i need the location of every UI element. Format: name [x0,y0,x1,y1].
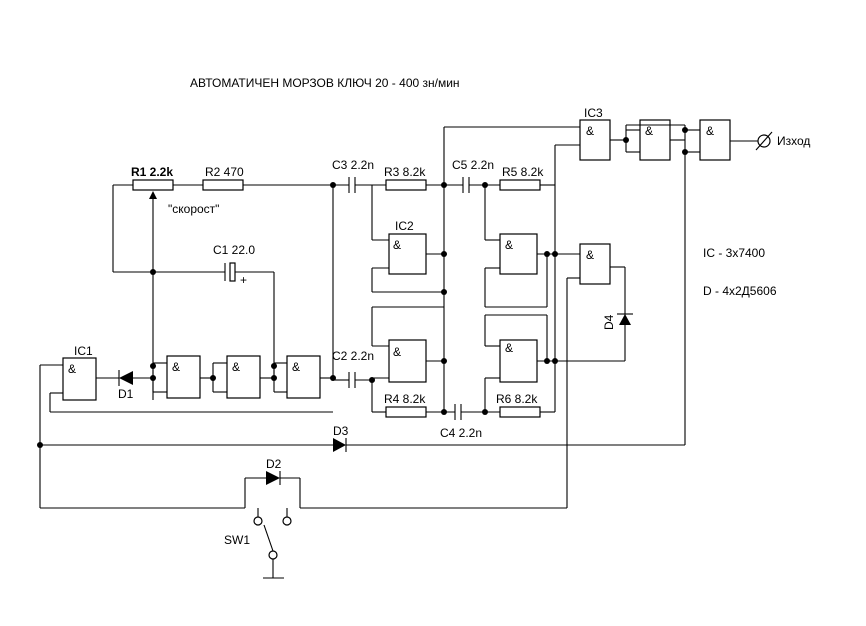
gate-ic1-3: & [212,355,274,399]
junction-dots [37,127,688,448]
ic3-label: IC3 [584,106,603,120]
resistor-r4 [385,406,427,418]
svg-text:&: & [172,360,180,374]
gate-right-bottom: & [484,314,625,412]
resistor-r6 [499,406,541,418]
gate-ic1-4: & [273,355,333,399]
r5-label: R5 8.2k [502,165,544,179]
resistor-r3 [385,179,427,191]
c2-label: C2 2.2n [332,349,374,363]
gate-right-top: & [484,185,580,308]
c1-label: C1 22.0 [213,243,255,257]
output-terminal [755,131,773,151]
svg-text:&: & [645,124,653,138]
diode-d3 [40,438,685,452]
gate-ic2-top: & [371,185,444,293]
output-label: Изход [777,134,810,148]
diagram-title: АВТОМАТИЧЕН МОРЗОВ КЛЮЧ 20 - 400 зн/мин [190,76,460,90]
c3-label: C3 2.2n [332,158,374,172]
resistor-r2 [202,179,244,191]
r1-label: R1 2.2k [131,165,173,179]
capacitor-c1 [224,262,275,380]
r4-label: R4 8.2k [384,392,426,406]
svg-text:&: & [505,341,513,355]
sw1-label: SW1 [224,533,250,547]
svg-text:&: & [706,124,714,138]
capacitor-c5 [462,177,470,193]
switch-sw1 [40,477,567,579]
svg-text:&: & [393,238,401,252]
capacitor-c2 [333,372,386,413]
d1-label: D1 [118,387,134,401]
c5-label: C5 2.2n [452,158,494,172]
svg-text:&: & [505,238,513,252]
svg-text:&: & [292,360,300,374]
capacitor-c4 [454,404,500,420]
gate-ic3-2: & [625,119,686,161]
svg-text:&: & [586,124,594,138]
gate-ic3-1: & [579,119,626,161]
d4-label: D4 [602,314,616,330]
d3-label: D3 [333,424,349,438]
gate-ic1-2: & [152,355,213,399]
ic2-label: IC2 [395,219,414,233]
diode-d1 [118,370,153,386]
svg-text:&: & [68,362,76,376]
c4-label: C4 2.2n [440,426,482,440]
svg-text:&: & [232,360,240,374]
c1-plus: + [240,273,247,287]
gate-ic2-bottom: & [371,306,444,383]
gate-ic1-1: & [39,357,333,508]
r6-label: R6 8.2k [496,392,538,406]
r1-note: "скорост" [168,202,219,216]
note-d: D - 4x2Д5606 [703,284,777,298]
note-ic: IC - 3x7400 [703,246,765,260]
diode-d4 [617,313,633,325]
r3-label: R3 8.2k [384,165,426,179]
r2-label: R2 470 [205,165,244,179]
svg-text:&: & [393,345,401,359]
svg-text:&: & [586,248,594,262]
d2-label: D2 [266,457,282,471]
diode-d2 [266,471,281,485]
gate-d4-driver: & [566,243,626,508]
ic1-label: IC1 [74,344,93,358]
resistor-r5 [499,179,541,191]
gate-ic3-3: & [685,119,758,161]
capacitor-c3 [348,177,356,193]
